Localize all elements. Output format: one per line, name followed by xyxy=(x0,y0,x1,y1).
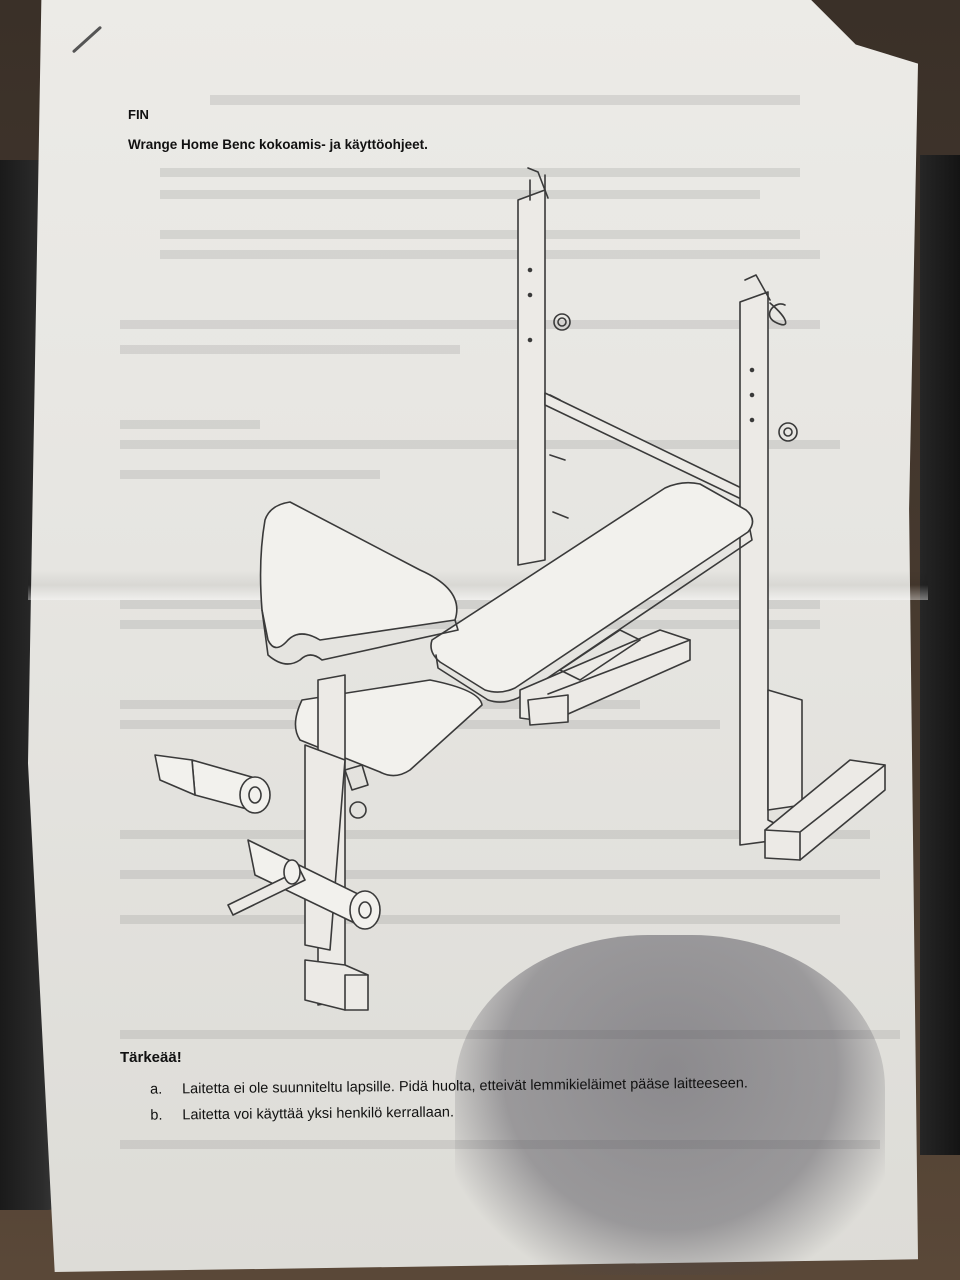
list-marker: a. xyxy=(149,1081,163,1098)
language-code: FIN xyxy=(128,107,149,122)
document-title: Wrange Home Benc kokoamis- ja käyttöohje… xyxy=(128,137,428,152)
incline-back-pad xyxy=(259,501,459,665)
list-item: b. Laitetta voi käyttää yksi henkilö ker… xyxy=(120,1101,748,1124)
list-marker: b. xyxy=(150,1107,163,1124)
hand-shadow xyxy=(455,935,885,1275)
weight-loading-post xyxy=(227,859,306,916)
foot-right xyxy=(764,759,886,861)
notice-list: a. Laitetta ei ole suunniteltu lapsille.… xyxy=(120,1075,748,1134)
notice-heading: Tärkeää! xyxy=(120,1049,182,1066)
flat-bench-pad xyxy=(430,481,754,703)
paper-fold-crease xyxy=(28,570,928,600)
foam-roller-upper xyxy=(154,754,271,814)
foot-front xyxy=(304,959,369,1011)
front-upright-right xyxy=(739,274,803,846)
rear-upright-left xyxy=(517,167,571,566)
cross-bar xyxy=(544,392,761,509)
chair-backrest-right xyxy=(920,155,960,1155)
list-item-text: Laitetta voi käyttää yksi henkilö kerral… xyxy=(182,1104,455,1124)
foam-roller-lower xyxy=(247,839,381,930)
foot-rear xyxy=(527,694,569,726)
